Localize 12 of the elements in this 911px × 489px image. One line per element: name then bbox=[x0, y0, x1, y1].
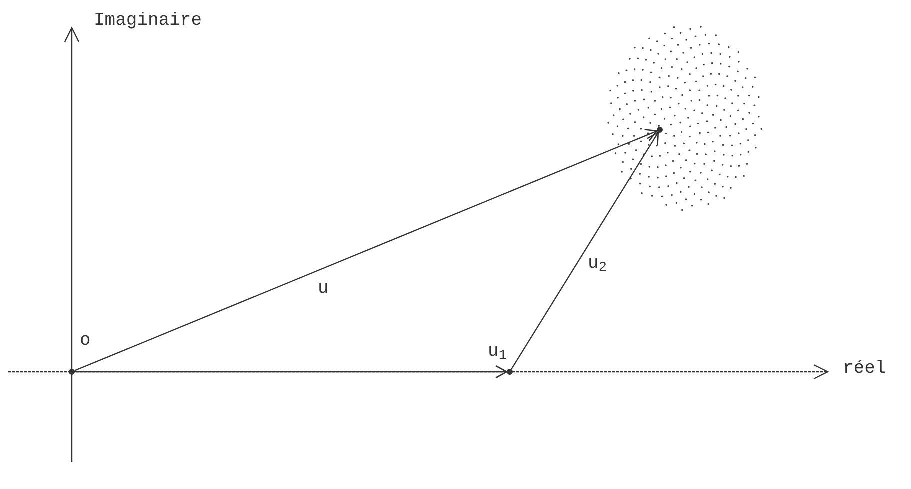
point bbox=[69, 369, 75, 375]
edge-label: u bbox=[318, 280, 329, 298]
vector-arrow bbox=[75, 365, 508, 379]
vector-arrow bbox=[511, 132, 660, 370]
axis-label: o bbox=[80, 332, 91, 350]
vector-arrow bbox=[74, 129, 658, 372]
point bbox=[657, 127, 663, 133]
axis-label: Imaginaire bbox=[94, 12, 202, 30]
axis-label: réel bbox=[843, 360, 886, 378]
point bbox=[507, 369, 513, 375]
edge-label: u$_{2}$ bbox=[588, 255, 607, 273]
edge-label: u$_{1}$ bbox=[488, 343, 507, 361]
